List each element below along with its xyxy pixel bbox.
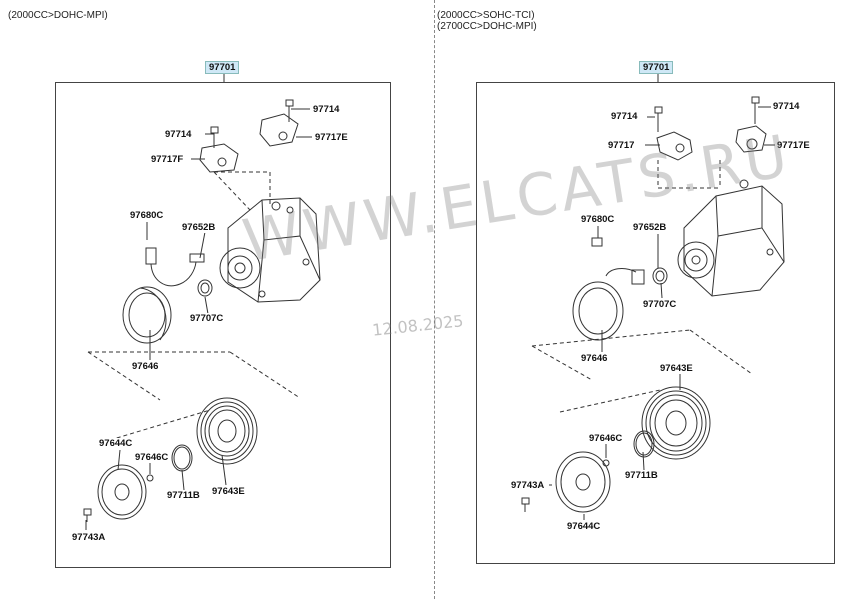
left-condition-label: (2000CC>DOHC-MPI) [8,10,108,21]
left-part-97646[interactable]: 97646 [131,361,160,372]
left-assembly-frame [55,82,391,568]
right-part-97680c[interactable]: 97680C [580,214,616,225]
left-part-97652b[interactable]: 97652B [181,222,217,233]
right-assembly-frame [476,82,835,564]
left-part-97644c[interactable]: 97644C [98,438,134,449]
right-condition-label-1: (2000CC>SOHC-TCI) [437,10,535,21]
right-condition-label-2: (2700CC>DOHC-MPI) [437,21,537,32]
left-part-97717f[interactable]: 97717F [150,154,185,165]
right-part-97714-b[interactable]: 97714 [610,111,639,122]
right-part-97714-a[interactable]: 97714 [772,101,801,112]
right-part-97707c[interactable]: 97707C [642,299,678,310]
right-part-97711b[interactable]: 97711B [624,470,659,481]
right-part-97652b[interactable]: 97652B [632,222,668,233]
right-assembly-number[interactable]: 97701 [639,61,674,74]
left-part-97743a[interactable]: 97743A [71,532,107,543]
left-part-97646c[interactable]: 97646C [134,452,170,463]
right-part-97717[interactable]: 97717 [607,140,636,151]
left-assembly-number[interactable]: 97701 [205,61,240,74]
left-part-97714-b[interactable]: 97714 [164,129,193,140]
left-part-97707c[interactable]: 97707C [189,313,225,324]
right-part-97743a[interactable]: 97743A [510,480,546,491]
right-part-97646c[interactable]: 97646C [588,433,624,444]
left-part-97711b[interactable]: 97711B [166,490,201,501]
panel-divider [434,0,435,599]
right-part-97644c[interactable]: 97644C [566,521,602,532]
left-part-97643e[interactable]: 97643E [211,486,246,497]
left-part-97680c[interactable]: 97680C [129,210,165,221]
left-part-97714-a[interactable]: 97714 [312,104,341,115]
right-part-97643e[interactable]: 97643E [659,363,694,374]
right-part-97717e[interactable]: 97717E [776,140,811,151]
right-part-97646[interactable]: 97646 [580,353,609,364]
left-part-97717e[interactable]: 97717E [314,132,349,143]
